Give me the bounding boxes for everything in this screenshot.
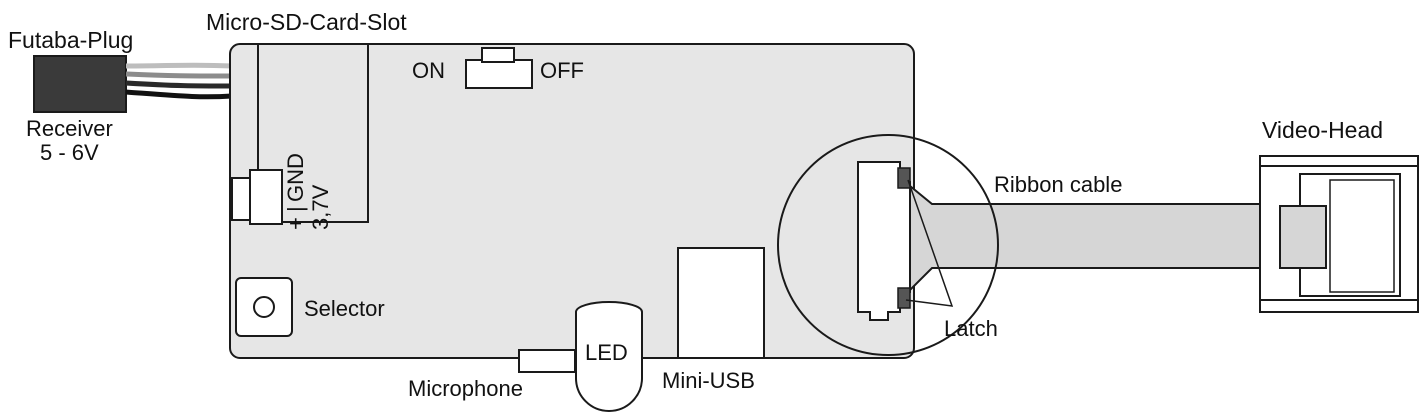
fpc-connector [857,161,954,321]
video-head-label: Video-Head [1262,117,1383,143]
futaba-plug-label: Futaba-Plug [8,27,133,53]
led [575,301,643,412]
ribbon-cable [909,183,1263,293]
switch-on-label: ON [412,58,445,83]
connector-tab [231,177,251,221]
ribbon-cable-label: Ribbon cable [994,172,1122,197]
latch-top [897,167,911,189]
selector-label: Selector [304,296,385,321]
micro-sd-card-slot-label: Micro-SD-Card-Slot [206,9,407,35]
selector-knob [253,296,275,318]
wire-light [125,62,233,69]
latch-label: Latch [944,316,998,341]
mini-usb-port [677,247,765,359]
power-switch [465,47,533,89]
plug-body [33,55,127,113]
switch-knob [481,47,515,63]
wire-black [125,89,233,100]
pin-plus-label: + [283,217,308,230]
receiver-label: Receiver [26,116,113,141]
wire-dark [125,80,233,89]
pin-voltage-label: 3,7V [308,184,333,230]
pin-labels: + | GND [283,153,308,230]
futaba-plug [33,55,233,113]
microphone [518,349,576,373]
micro-sd-card-slot [257,44,369,223]
microphone-label: Microphone [408,376,523,401]
mini-usb-label: Mini-USB [662,368,755,393]
battery-connector [231,169,283,225]
video-head [1259,155,1419,313]
led-label: LED [585,340,628,365]
switch-off-label: OFF [540,58,584,83]
receiver-voltage-label: 5 - 6V [40,140,99,165]
head-ribbon-insert [1279,205,1327,269]
latch-bottom [897,287,911,309]
connector-housing [249,169,283,225]
switch-body [465,59,533,89]
magnify-circle [777,134,999,356]
latch-pointer-lines [905,179,954,307]
head-lens-inner [1329,179,1395,293]
pin-separator: | [283,206,308,212]
wire-gray [125,71,233,79]
sd-slot-outline [257,44,369,223]
selector-button [235,277,293,337]
ribbon-band [909,183,1263,293]
pin-gnd-label: GND [283,153,308,202]
